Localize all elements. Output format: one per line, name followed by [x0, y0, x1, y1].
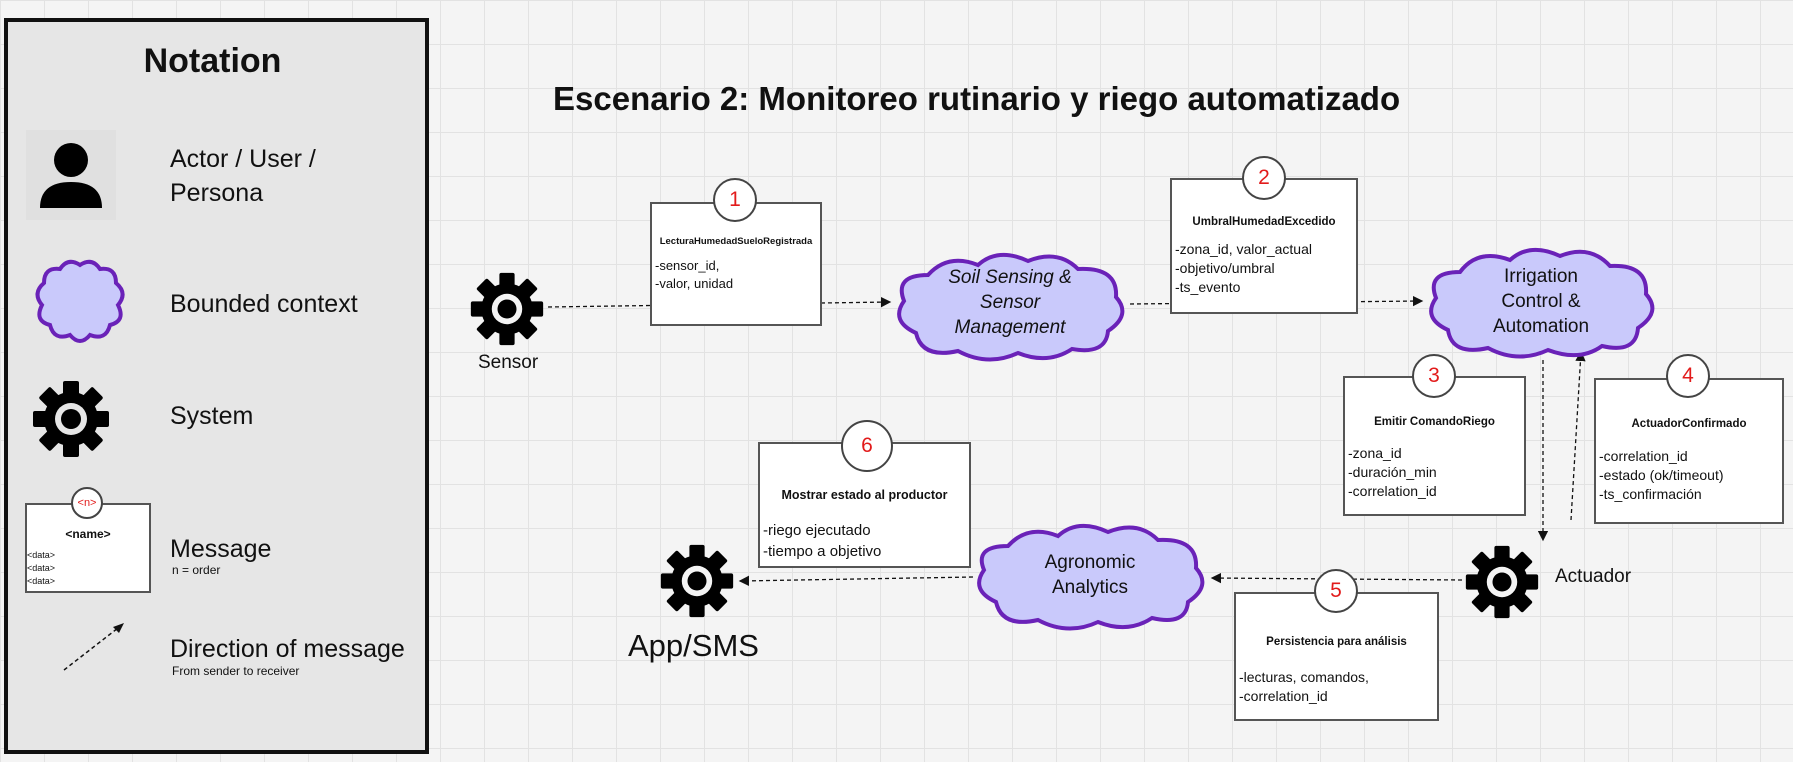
bc-soil-line: Sensor — [979, 292, 1041, 313]
direction-arrow-icon — [58, 618, 130, 676]
message-name: Emitir ComandoRiego — [1374, 416, 1495, 428]
message-legend-field: <data> — [27, 550, 56, 560]
message-field: -lecturas, comandos, — [1239, 669, 1369, 685]
message-field: -correlation_id — [1599, 448, 1688, 464]
message-fields: -zona_id, valor_actual -objetivo/umbral … — [1175, 240, 1312, 297]
bounded-context-agronomic-label: Agronomic Analytics — [968, 550, 1212, 600]
scenario-title: Escenario 2: Monitoreo rutinario y riego… — [553, 80, 1401, 117]
message-legend-order: <n> — [71, 487, 103, 519]
message-field: -zona_id, valor_actual — [1175, 241, 1312, 257]
app-sms-label: App/SMS — [628, 628, 759, 663]
message-fields: -lecturas, comandos, -correlation_id — [1239, 668, 1369, 706]
message-legend-fields: <data> <data> <data> — [27, 549, 55, 588]
message-name: Persistencia para análisis — [1266, 636, 1407, 648]
bounded-context-soil-sensing: Soil Sensing & Sensor Management — [888, 245, 1132, 363]
message-field: -correlation_id — [1239, 688, 1328, 704]
message-order-3: 3 — [1412, 354, 1456, 398]
sensor-gear-icon — [468, 270, 546, 348]
bounded-context-legend-icon — [30, 255, 130, 345]
message-order-4: 4 — [1666, 354, 1710, 398]
message-name: ActuadorConfirmado — [1631, 418, 1747, 430]
message-legend-name: <name> — [65, 527, 111, 541]
message-order-6: 6 — [841, 420, 893, 472]
notation-title: Notation — [143, 42, 282, 80]
legend-direction-sub: From sender to receiver — [172, 664, 300, 678]
message-fields: -zona_id -duración_min -correlation_id — [1348, 444, 1437, 501]
message-name: UmbralHumedadExcedido — [1192, 216, 1336, 228]
message-field: -ts_evento — [1175, 279, 1241, 295]
message-fields: -sensor_id, -valor, unidad — [655, 257, 733, 293]
message-order-2: 2 — [1242, 156, 1286, 200]
message-box-1: LecturaHumedadSueloRegistrada -sensor_id… — [650, 202, 822, 326]
message-field: -correlation_id — [1348, 483, 1437, 499]
message-box-2: UmbralHumedadExcedido -zona_id, valor_ac… — [1170, 178, 1358, 314]
message-field: -riego ejecutado — [763, 522, 871, 539]
message-order-5: 5 — [1314, 569, 1358, 613]
message-box-5: Persistencia para análisis -lecturas, co… — [1234, 592, 1439, 721]
message-order-1: 1 — [713, 178, 757, 222]
message-fields: -correlation_id -estado (ok/timeout) -ts… — [1599, 447, 1724, 504]
message-box-6: Mostrar estado al productor -riego ejecu… — [758, 442, 971, 568]
actor-icon — [26, 130, 116, 220]
legend-actor-label-line2: Persona — [170, 179, 264, 207]
bc-irrigation-line: Control & — [1501, 291, 1581, 312]
legend-message-label: Message — [170, 535, 272, 563]
legend-actor-label-line1: Actor / User / — [170, 145, 316, 173]
message-field: -sensor_id, — [655, 258, 720, 273]
message-legend-field: <data> — [27, 576, 56, 586]
actuador-gear-icon — [1463, 543, 1541, 621]
message-field: -objetivo/umbral — [1175, 260, 1275, 276]
bc-irrigation-line: Irrigation — [1504, 266, 1578, 287]
message-name: LecturaHumedadSueloRegistrada — [659, 236, 813, 247]
actuador-label: Actuador — [1555, 566, 1632, 587]
message-legend-field: <data> — [27, 563, 56, 573]
message-field: -zona_id — [1348, 445, 1402, 461]
system-legend-gear-icon — [30, 378, 112, 460]
message-field: -estado (ok/timeout) — [1599, 467, 1724, 483]
bc-soil-line: Management — [954, 317, 1066, 338]
legend-bounded-context-label: Bounded context — [170, 290, 358, 318]
bc-irrigation-line: Automation — [1492, 316, 1590, 337]
legend-system-label: System — [170, 402, 254, 430]
message-name: Mostrar estado al productor — [781, 488, 948, 502]
bounded-context-irrigation-label: Irrigation Control & Automation — [1420, 264, 1662, 339]
bc-agronomic-line: Analytics — [1051, 577, 1129, 598]
legend-message-sub: n = order — [172, 563, 221, 577]
bc-soil-line: Soil Sensing & — [948, 267, 1072, 288]
message-field: -duración_min — [1348, 464, 1437, 480]
sensor-label: Sensor — [478, 352, 539, 373]
message-field: -tiempo a objetivo — [763, 543, 882, 560]
message-box-3: Emitir ComandoRiego -zona_id -duración_m… — [1343, 376, 1526, 516]
bounded-context-soil-label: Soil Sensing & Sensor Management — [888, 265, 1132, 340]
message-box-4: ActuadorConfirmado -correlation_id -esta… — [1594, 378, 1784, 524]
message-field: -ts_confirmación — [1599, 486, 1702, 502]
bounded-context-agronomic: Agronomic Analytics — [968, 516, 1212, 632]
message-field: -valor, unidad — [655, 276, 734, 291]
bc-agronomic-line: Agronomic — [1044, 552, 1136, 573]
bounded-context-irrigation: Irrigation Control & Automation — [1420, 240, 1662, 362]
app-sms-gear-icon — [658, 542, 736, 620]
legend-direction-label: Direction of message — [170, 635, 405, 663]
message-fields: -riego ejecutado -tiempo a objetivo — [763, 520, 881, 562]
